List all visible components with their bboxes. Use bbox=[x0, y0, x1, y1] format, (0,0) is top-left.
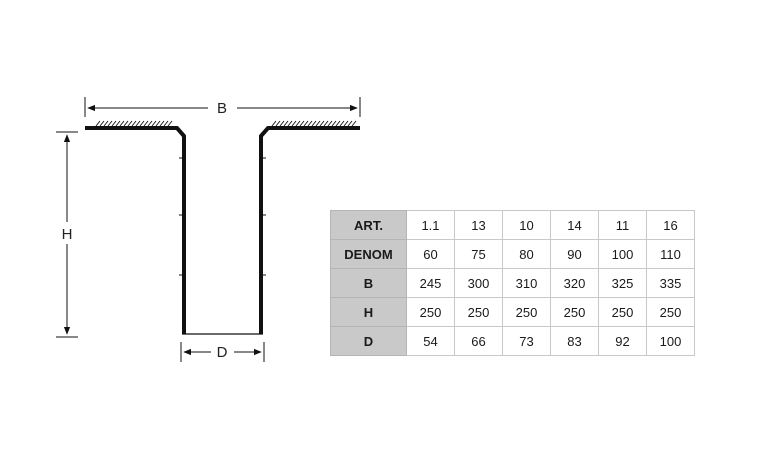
table-cell: 310 bbox=[502, 268, 551, 298]
table-cell: 320 bbox=[550, 268, 599, 298]
table-cell: 245 bbox=[406, 268, 455, 298]
table-cell: 335 bbox=[646, 268, 695, 298]
table-cell: 80 bbox=[502, 239, 551, 269]
width-dimension: B bbox=[84, 97, 361, 117]
table-cell: 250 bbox=[406, 297, 455, 327]
row-header: DENOM bbox=[330, 239, 407, 269]
row-header: H bbox=[330, 297, 407, 327]
table-cell: 10 bbox=[502, 210, 551, 240]
diameter-dimension: D bbox=[180, 342, 265, 362]
row-header: ART. bbox=[330, 210, 407, 240]
table-cell: 250 bbox=[646, 297, 695, 327]
specification-table: ART. 1.1 13 10 14 11 16 DENOM 60 75 80 9… bbox=[330, 210, 695, 356]
table-cell: 100 bbox=[646, 326, 695, 356]
table-cell: 1.1 bbox=[406, 210, 455, 240]
table-cell: 300 bbox=[454, 268, 503, 298]
table-row-denom: DENOM 60 75 80 90 100 110 bbox=[330, 239, 695, 269]
row-header: D bbox=[330, 326, 407, 356]
height-label: H bbox=[62, 226, 73, 243]
table-cell: 250 bbox=[550, 297, 599, 327]
table-row-h: H 250 250 250 250 250 250 bbox=[330, 297, 695, 327]
table-cell: 83 bbox=[550, 326, 599, 356]
diameter-label: D bbox=[217, 344, 228, 361]
table-cell: 110 bbox=[646, 239, 695, 269]
table-cell: 54 bbox=[406, 326, 455, 356]
table-cell: 13 bbox=[454, 210, 503, 240]
flange-hatching bbox=[95, 120, 357, 127]
table-row-b: B 245 300 310 320 325 335 bbox=[330, 268, 695, 298]
table-cell: 11 bbox=[598, 210, 647, 240]
table-row-art: ART. 1.1 13 10 14 11 16 bbox=[330, 210, 695, 240]
funnel-profile bbox=[85, 126, 360, 335]
table-cell: 250 bbox=[454, 297, 503, 327]
table-cell: 75 bbox=[454, 239, 503, 269]
table-cell: 60 bbox=[406, 239, 455, 269]
table-cell: 16 bbox=[646, 210, 695, 240]
table-cell: 250 bbox=[502, 297, 551, 327]
table-cell: 90 bbox=[550, 239, 599, 269]
row-header: B bbox=[330, 268, 407, 298]
height-dimension: H bbox=[56, 131, 78, 338]
table-cell: 92 bbox=[598, 326, 647, 356]
table-cell: 73 bbox=[502, 326, 551, 356]
table-cell: 66 bbox=[454, 326, 503, 356]
table-row-d: D 54 66 73 83 92 100 bbox=[330, 326, 695, 356]
table-cell: 14 bbox=[550, 210, 599, 240]
wall-ticks bbox=[179, 157, 266, 276]
table-cell: 250 bbox=[598, 297, 647, 327]
table-cell: 325 bbox=[598, 268, 647, 298]
width-label: B bbox=[217, 100, 227, 117]
table-cell: 100 bbox=[598, 239, 647, 269]
